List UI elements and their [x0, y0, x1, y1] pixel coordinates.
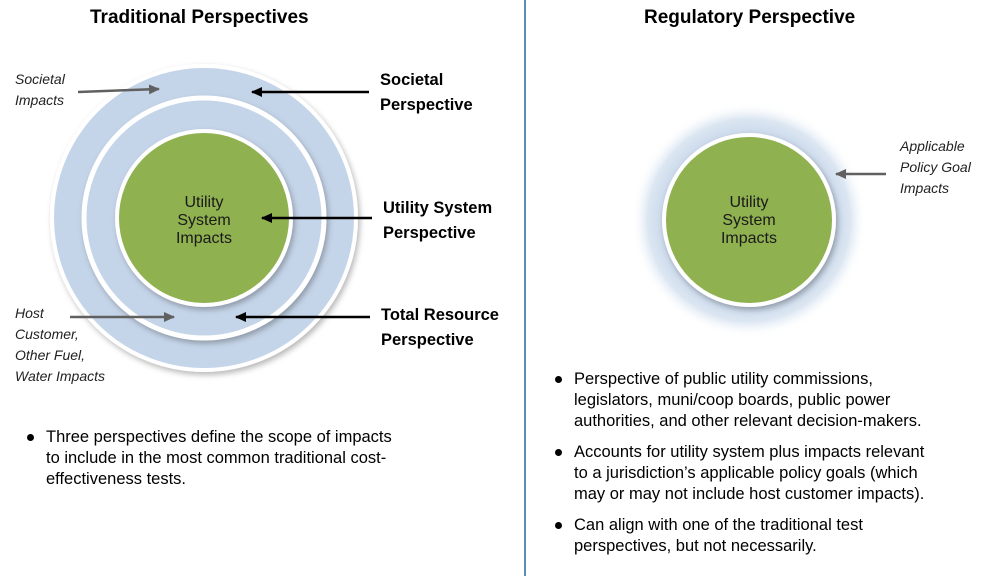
bullet-item: Can align with one of the traditional te…: [554, 515, 984, 557]
bullet-item: Perspective of public utility commission…: [554, 369, 984, 432]
host-customer-impacts-label: Host Customer, Other Fuel, Water Impacts: [15, 305, 105, 384]
regulatory-utility-core: [662, 133, 836, 307]
applicable-policy-goal-label: Applicable Policy Goal Impacts: [900, 138, 971, 196]
utility-system-perspective-label: Utility System Perspective: [383, 199, 493, 242]
regulatory-utility-impacts-label: Utility System Impacts: [720, 194, 777, 247]
utility-system-impacts-label: Utility System Impacts: [175, 194, 232, 247]
traditional-perspectives-title: Traditional Perspectives: [90, 7, 309, 28]
regulatory-circles: [631, 102, 867, 338]
bullet-item: Accounts for utility system plus impacts…: [554, 442, 984, 505]
societal-impacts-label: Societal Impacts: [15, 71, 65, 108]
traditional-circles: [50, 64, 358, 372]
panel-divider: [524, 0, 526, 576]
societal-impacts-arrow: [77, 84, 160, 95]
regulatory-bullet-list: Perspective of public utility commission…: [554, 369, 984, 567]
societal-perspective-label: Societal Perspective: [380, 71, 473, 114]
regulatory-perspective-title: Regulatory Perspective: [644, 7, 856, 28]
total-resource-perspective-label: Total Resource Perspective: [381, 306, 499, 349]
traditional-bullet-list: Three perspectives define the scope of i…: [26, 427, 466, 500]
bullet-item: Three perspectives define the scope of i…: [26, 427, 466, 490]
